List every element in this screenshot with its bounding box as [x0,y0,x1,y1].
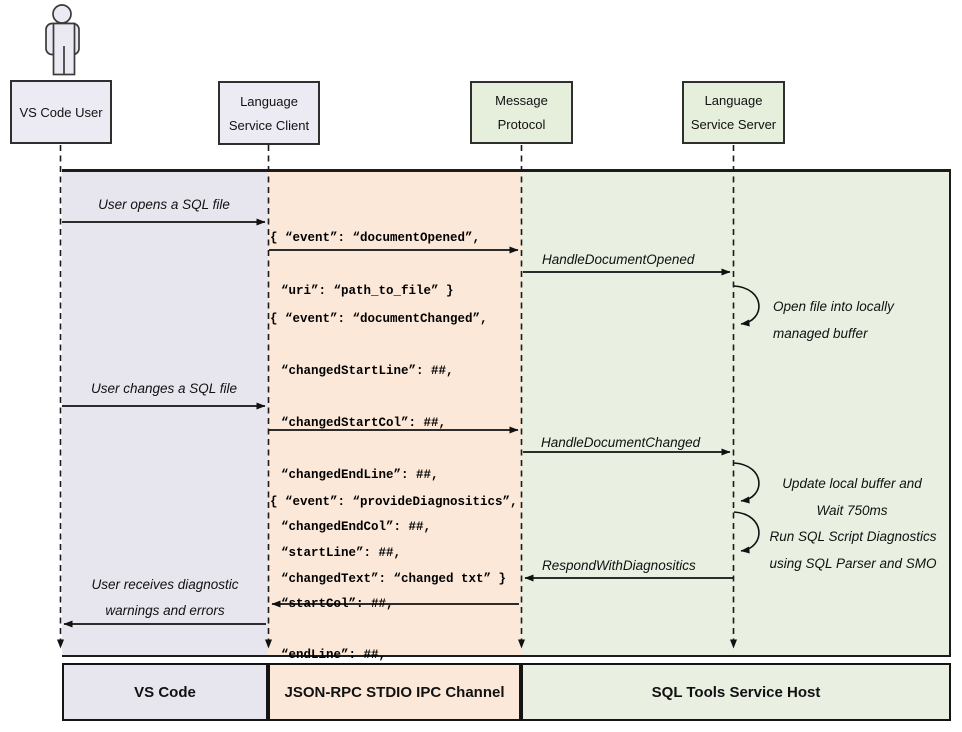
note-run-diagnostics: Run SQL Script Diagnostics using SQL Par… [769,529,937,571]
participant-label: Protocol [497,117,546,132]
label-user-receives-diagnostics: User receives diagnostic warnings and er… [91,577,239,618]
label-handle-document-opened: HandleDocumentOpened [542,252,695,267]
label-user-changes-file: User changes a SQL file [90,381,238,396]
participant-label: Service Client [228,117,310,133]
lane-ipc-channel [268,172,521,655]
note-open-file-buffer: Open file into locally managed buffer [773,299,894,341]
participant-label: Language [704,93,763,108]
participant-label: VS Code User [19,104,103,120]
participant-label: Service Server [690,117,777,132]
user-actor-icon [45,4,80,76]
note-update-buffer-wait: Update local buffer and Wait 750ms [782,476,922,518]
swimlane-container [62,169,951,657]
participant-message-protocol: Message Protocol [470,81,573,144]
payload-document-changed: { “event”: “documentChanged”, “changedSt… [270,312,507,586]
lane-vscode [62,172,268,655]
footer-vscode: VS Code [62,663,268,721]
label-user-opens-file: User opens a SQL file [98,197,230,212]
label-handle-document-changed: HandleDocumentChanged [541,435,701,450]
footer-sql-tools-service-host: SQL Tools Service Host [521,663,951,721]
lane-service-host [521,172,949,655]
participant-language-service-server: Language Service Server [682,81,785,144]
footer-ipc-channel: JSON-RPC STDIO IPC Channel [268,663,521,721]
payload-document-opened: { “event”: “documentOpened”, “uri”: “pat… [270,231,481,298]
label-respond-with-diagnositics: RespondWithDiagnositics [542,558,696,573]
participant-language-service-client: Language Service Client [218,81,320,145]
participant-label: Message [495,93,548,108]
participant-vscode-user: VS Code User [10,80,112,144]
participant-label: Language [240,93,298,109]
